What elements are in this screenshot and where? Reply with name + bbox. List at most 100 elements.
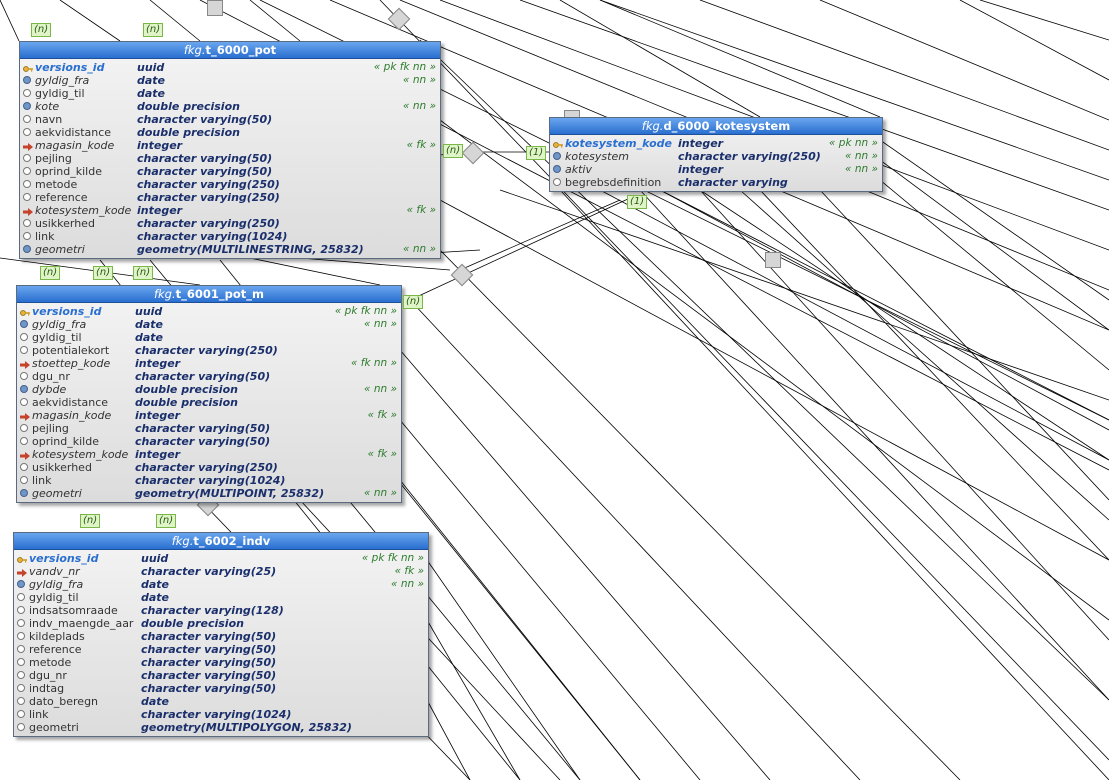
column-type: character varying(50) bbox=[137, 113, 273, 126]
relationship-line bbox=[879, 179, 1109, 371]
not-null-icon bbox=[23, 102, 31, 110]
foreign-key-icon bbox=[20, 359, 30, 369]
table-header[interactable]: fkg.t_6001_pot_m bbox=[17, 286, 401, 303]
table-name: d_6000_kotesystem bbox=[663, 119, 791, 133]
relationship-line bbox=[879, 159, 1109, 331]
column-name: metode bbox=[29, 656, 72, 669]
table-header[interactable]: fkg.t_6002_indv bbox=[14, 533, 428, 550]
column-type: date bbox=[141, 591, 170, 604]
table-header[interactable]: fkg.t_6000_pot bbox=[20, 42, 440, 59]
cardinality-label: (1) bbox=[627, 195, 648, 209]
column-name: oprind_kilde bbox=[35, 165, 102, 178]
not-null-icon bbox=[553, 152, 561, 160]
column-name: indtag bbox=[29, 682, 65, 695]
column-icon bbox=[20, 398, 28, 406]
column-icon bbox=[20, 463, 28, 471]
not-null-icon bbox=[23, 245, 31, 253]
relationship-line bbox=[426, 559, 581, 780]
column-name: geometri bbox=[35, 243, 85, 256]
column-name: pejling bbox=[35, 152, 72, 165]
column-icon bbox=[20, 437, 28, 445]
relationship-line bbox=[379, 0, 1109, 761]
column-flags: « pk nn » bbox=[828, 137, 878, 149]
cardinality-label: (n) bbox=[403, 295, 424, 309]
table-header[interactable]: fkg.d_6000_kotesystem bbox=[550, 118, 882, 135]
relationship-line bbox=[0, 0, 20, 42]
column-type: character varying(25) bbox=[141, 565, 277, 578]
column-type: character varying(250) bbox=[137, 191, 280, 204]
column-name: dybde bbox=[32, 383, 67, 396]
primary-key-icon bbox=[20, 307, 30, 316]
column-icon bbox=[23, 180, 31, 188]
column-type: integer bbox=[137, 204, 183, 217]
column-name: indv_maengde_aar bbox=[29, 617, 134, 630]
column-name: kotesystem_kode bbox=[35, 204, 132, 217]
column-name: vandv_nr bbox=[29, 565, 80, 578]
column-name: geometri bbox=[32, 487, 82, 500]
cardinality-label: (n) bbox=[40, 266, 61, 280]
relationship-line bbox=[599, 0, 1109, 181]
column-name: versions_id bbox=[35, 61, 105, 74]
column-type: character varying(1024) bbox=[135, 474, 286, 487]
column-name: kotesystem bbox=[565, 150, 629, 163]
relationship-line bbox=[399, 349, 771, 780]
column-type: character varying bbox=[678, 176, 788, 189]
not-null-icon bbox=[20, 385, 28, 393]
column-type: integer bbox=[135, 409, 181, 422]
foreign-key-icon bbox=[23, 206, 33, 216]
